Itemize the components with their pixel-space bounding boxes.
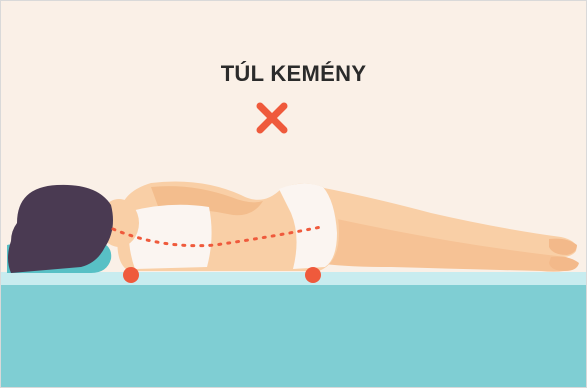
mattress — [1, 272, 587, 388]
hip-pressure-point — [305, 267, 321, 283]
legs — [319, 187, 579, 272]
shoulder-pressure-point — [123, 267, 139, 283]
head — [8, 185, 139, 273]
